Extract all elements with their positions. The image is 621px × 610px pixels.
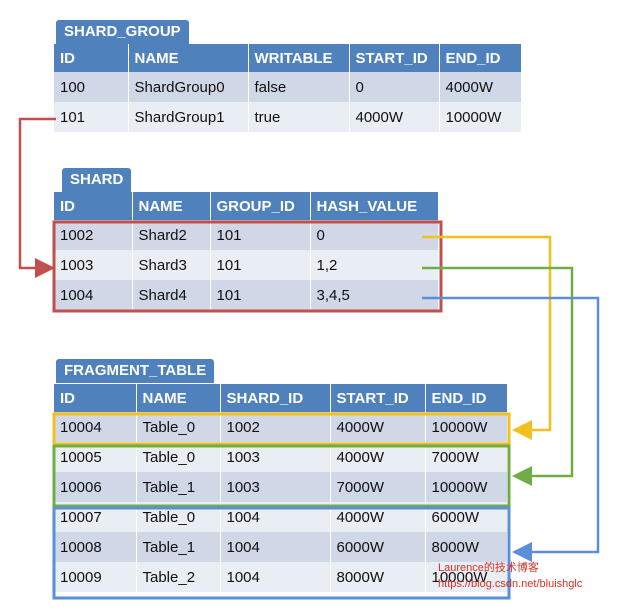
column-header: ID — [54, 384, 137, 412]
table-cell: 4000W — [349, 102, 440, 132]
table-cell: 101 — [210, 250, 311, 280]
table-cell: 7000W — [425, 442, 508, 472]
table-cell: 4000W — [330, 412, 426, 442]
table-cell: 1002 — [54, 220, 133, 250]
table-cell: 8000W — [330, 562, 426, 592]
table-cell: 7000W — [330, 472, 426, 502]
table-cell: 1002 — [220, 412, 331, 442]
table-cell: 100 — [54, 72, 129, 102]
table-row: 10006 Table_1 1003 7000W 10000W — [54, 472, 508, 502]
table-cell: Table_0 — [136, 442, 221, 472]
table-cell: 1004 — [54, 280, 133, 310]
table-cell: 10005 — [54, 442, 137, 472]
table-cell: 6000W — [330, 532, 426, 562]
table-cell: 4000W — [330, 502, 426, 532]
table-cell: 10000W — [425, 472, 508, 502]
table-cell: false — [248, 72, 350, 102]
table-cell: 1,2 — [310, 250, 439, 280]
table-cell: 1003 — [220, 472, 331, 502]
table-cell: Table_1 — [136, 472, 221, 502]
table-cell: Shard2 — [132, 220, 211, 250]
watermark-url: https://blog.csdn.net/bluishglc — [438, 578, 583, 590]
table-cell: Table_0 — [136, 412, 221, 442]
table-cell: 1004 — [220, 562, 331, 592]
red-connector-arrow — [18, 117, 56, 278]
column-header: WRITABLE — [248, 44, 350, 72]
table-cell: 4000W — [330, 442, 426, 472]
column-header: END_ID — [425, 384, 508, 412]
column-header: GROUP_ID — [210, 192, 311, 220]
table-row: 100 ShardGroup0 false 0 4000W — [54, 72, 522, 102]
table-cell: 10007 — [54, 502, 137, 532]
column-header: ID — [54, 192, 133, 220]
table-row: 1003 Shard3 101 1,2 — [54, 250, 439, 280]
table-cell: 101 — [210, 220, 311, 250]
table-cell: Table_1 — [136, 532, 221, 562]
table-cell: 1004 — [220, 532, 331, 562]
table-cell: 4000W — [439, 72, 522, 102]
table-cell: Table_2 — [136, 562, 221, 592]
table-cell: Shard4 — [132, 280, 211, 310]
table-cell: 10006 — [54, 472, 137, 502]
table-row: 10004 Table_0 1002 4000W 10000W — [54, 412, 508, 442]
table-row: 10005 Table_0 1003 4000W 7000W — [54, 442, 508, 472]
column-header: NAME — [128, 44, 249, 72]
table-row: 10007 Table_0 1004 4000W 6000W — [54, 502, 508, 532]
table-cell: 10000W — [439, 102, 522, 132]
table-row: 1002 Shard2 101 0 — [54, 220, 439, 250]
shard-table: ID NAME GROUP_ID HASH_VALUE 1002 Shard2 … — [54, 192, 439, 310]
table-cell: true — [248, 102, 350, 132]
table-cell: 6000W — [425, 502, 508, 532]
column-header: HASH_VALUE — [310, 192, 439, 220]
table-cell: 0 — [349, 72, 440, 102]
table-cell: 1003 — [54, 250, 133, 280]
column-header: END_ID — [439, 44, 522, 72]
column-header: START_ID — [349, 44, 440, 72]
shard-header-row: ID NAME GROUP_ID HASH_VALUE — [54, 192, 439, 220]
shard-group-header-row: ID NAME WRITABLE START_ID END_ID — [54, 44, 522, 72]
table-cell: 10000W — [425, 412, 508, 442]
table-cell: 101 — [54, 102, 129, 132]
table-cell: 10008 — [54, 532, 137, 562]
shard-group-title: SHARD_GROUP — [56, 20, 189, 44]
table-cell: 8000W — [425, 532, 508, 562]
table-cell: 1003 — [220, 442, 331, 472]
column-header: NAME — [132, 192, 211, 220]
table-cell: 101 — [210, 280, 311, 310]
table-cell: 10004 — [54, 412, 137, 442]
table-cell: 0 — [310, 220, 439, 250]
fragment-table: ID NAME SHARD_ID START_ID END_ID 10004 T… — [54, 384, 508, 592]
table-cell: Shard3 — [132, 250, 211, 280]
table-cell: ShardGroup1 — [128, 102, 249, 132]
table-cell: Table_0 — [136, 502, 221, 532]
column-header: NAME — [136, 384, 221, 412]
table-row: 10008 Table_1 1004 6000W 8000W — [54, 532, 508, 562]
table-cell: 10009 — [54, 562, 137, 592]
table-row: 1004 Shard4 101 3,4,5 — [54, 280, 439, 310]
table-row: 101 ShardGroup1 true 4000W 10000W — [54, 102, 522, 132]
shard-group-table: ID NAME WRITABLE START_ID END_ID 100 Sha… — [54, 44, 522, 132]
column-header: SHARD_ID — [220, 384, 331, 412]
table-cell: ShardGroup0 — [128, 72, 249, 102]
fragment-header-row: ID NAME SHARD_ID START_ID END_ID — [54, 384, 508, 412]
table-cell: 3,4,5 — [310, 280, 439, 310]
watermark-author: Laurence的技术博客 — [438, 562, 539, 574]
column-header: START_ID — [330, 384, 426, 412]
table-cell: 1004 — [220, 502, 331, 532]
fragment-table-title: FRAGMENT_TABLE — [56, 359, 215, 383]
shard-title: SHARD — [62, 168, 132, 192]
column-header: ID — [54, 44, 129, 72]
